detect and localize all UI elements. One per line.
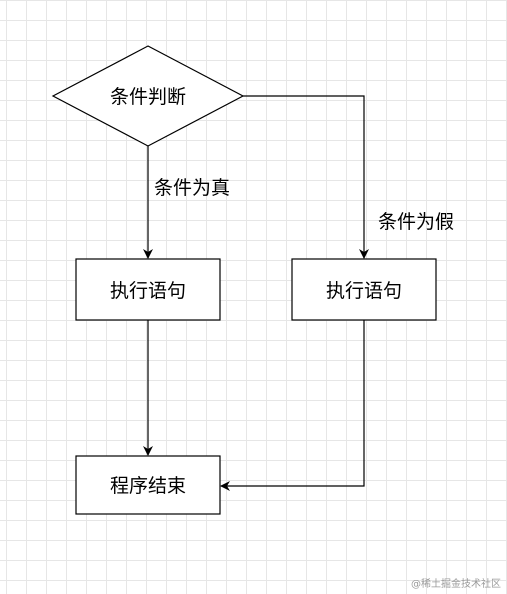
watermark-text: @稀土掘金技术社区 <box>411 579 501 590</box>
action-true-node: 执行语句 <box>75 258 221 321</box>
decision-label: 条件判断 <box>110 86 186 108</box>
end-label: 程序结束 <box>110 475 186 497</box>
action-false-label: 执行语句 <box>326 280 402 302</box>
end-node: 程序结束 <box>75 455 221 515</box>
decision-node: 条件判断 <box>51 45 245 147</box>
action-true-label: 执行语句 <box>110 280 186 302</box>
edge-true-label: 条件为真 <box>154 177 230 199</box>
edge-false-branch <box>243 95 369 259</box>
edge-false-to-end <box>220 320 365 491</box>
end-box <box>75 455 221 515</box>
action-false-node: 执行语句 <box>291 258 437 321</box>
edge-false-label: 条件为假 <box>378 211 454 233</box>
action-true-box <box>75 258 221 321</box>
